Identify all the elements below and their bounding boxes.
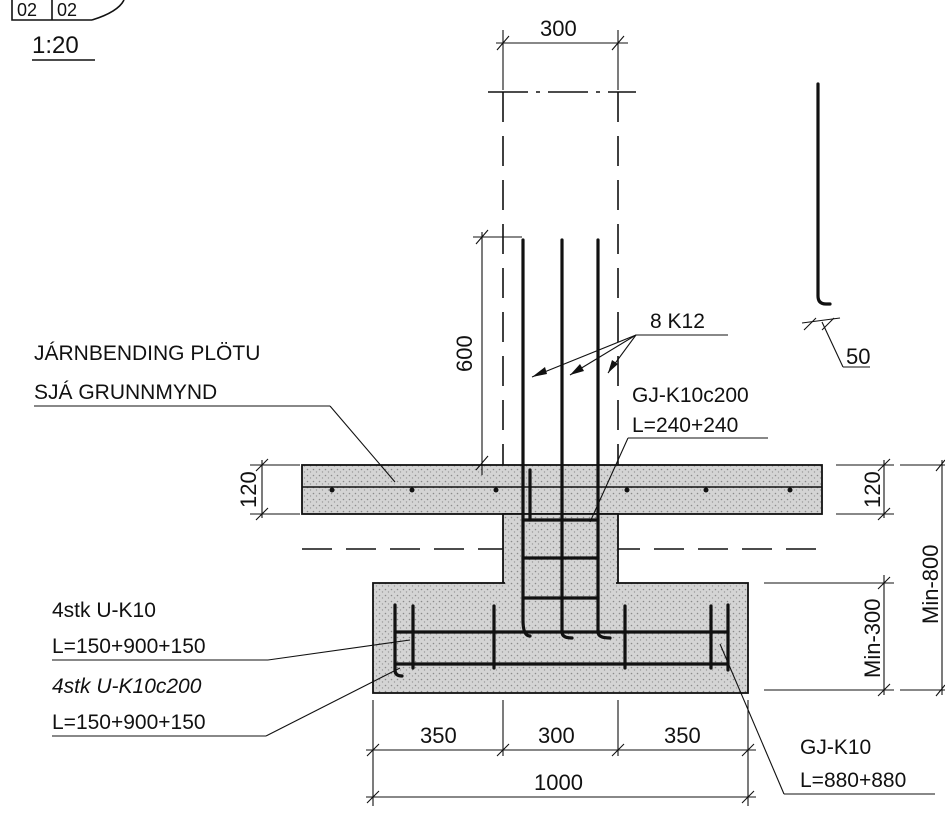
dim-slab-right: 120: [860, 471, 885, 508]
dimension-lap: 600: [452, 229, 522, 475]
dim-slab-left: 120: [236, 471, 261, 508]
label-column-bars: 8 K12: [531, 310, 728, 378]
column-outline: [488, 91, 636, 465]
dim-lap: 600: [452, 335, 477, 372]
dimension-total-depth: Min-800: [900, 459, 945, 697]
label-footing-stirrup-name: GJ-K10: [800, 736, 871, 759]
label-stirrups-name: GJ-K10c200: [632, 384, 749, 407]
label-ubar2-length: L=150+900+150: [52, 711, 206, 734]
label-ubars: 4stk U-K10 L=150+900+150 4stk U-K10c200 …: [52, 599, 411, 737]
dim-column-width: 300: [540, 16, 577, 41]
label-ubar1-length: L=150+900+150: [52, 635, 206, 658]
label-ubar1-name: 4stk U-K10: [52, 599, 156, 622]
dim-footing-right: 350: [664, 723, 701, 748]
scale-label: 1:20: [32, 32, 79, 59]
dimension-column-width: 300: [496, 16, 628, 90]
label-slab-line1: JÁRNBENDING PLÖTU: [34, 342, 260, 365]
footing-rebars: [393, 603, 730, 678]
label-column-stirrups: GJ-K10c200 L=240+240: [589, 384, 768, 523]
dimension-footing-depth: Min-300: [764, 575, 894, 697]
dim-footing-total: 1000: [534, 770, 583, 795]
label-footing-stirrup-length: L=880+880: [800, 769, 906, 792]
label-footing-stirrup: GJ-K10 L=880+880: [719, 643, 935, 795]
detail-tag-top-left: 02: [17, 0, 37, 20]
dimension-footing-parts: 350 300 350 1000: [366, 700, 756, 806]
dimension-slab-right: 120: [836, 458, 894, 521]
label-column-bars-text: 8 K12: [650, 310, 705, 333]
hook-sketch: 50: [801, 82, 870, 369]
dim-footing-left: 350: [420, 723, 457, 748]
dim-hook: 50: [846, 344, 870, 369]
detail-tag: 02 02 1:20: [11, 0, 125, 61]
dim-total-depth: Min-800: [918, 545, 943, 624]
label-slab-line2: SJÁ GRUNNMYND: [34, 381, 217, 404]
dimension-slab-left: 120: [236, 458, 300, 521]
dim-footing-mid: 300: [538, 723, 575, 748]
detail-tag-top-right: 02: [57, 0, 77, 20]
dim-footing-depth: Min-300: [860, 599, 885, 678]
label-stirrups-length: L=240+240: [632, 414, 738, 437]
label-slab-reinforcement: JÁRNBENDING PLÖTU SJÁ GRUNNMYND: [34, 342, 396, 483]
label-ubar2-name: 4stk U-K10c200: [52, 675, 202, 698]
slab-bar-dots: [329, 487, 793, 493]
column-stirrups: [521, 518, 600, 600]
